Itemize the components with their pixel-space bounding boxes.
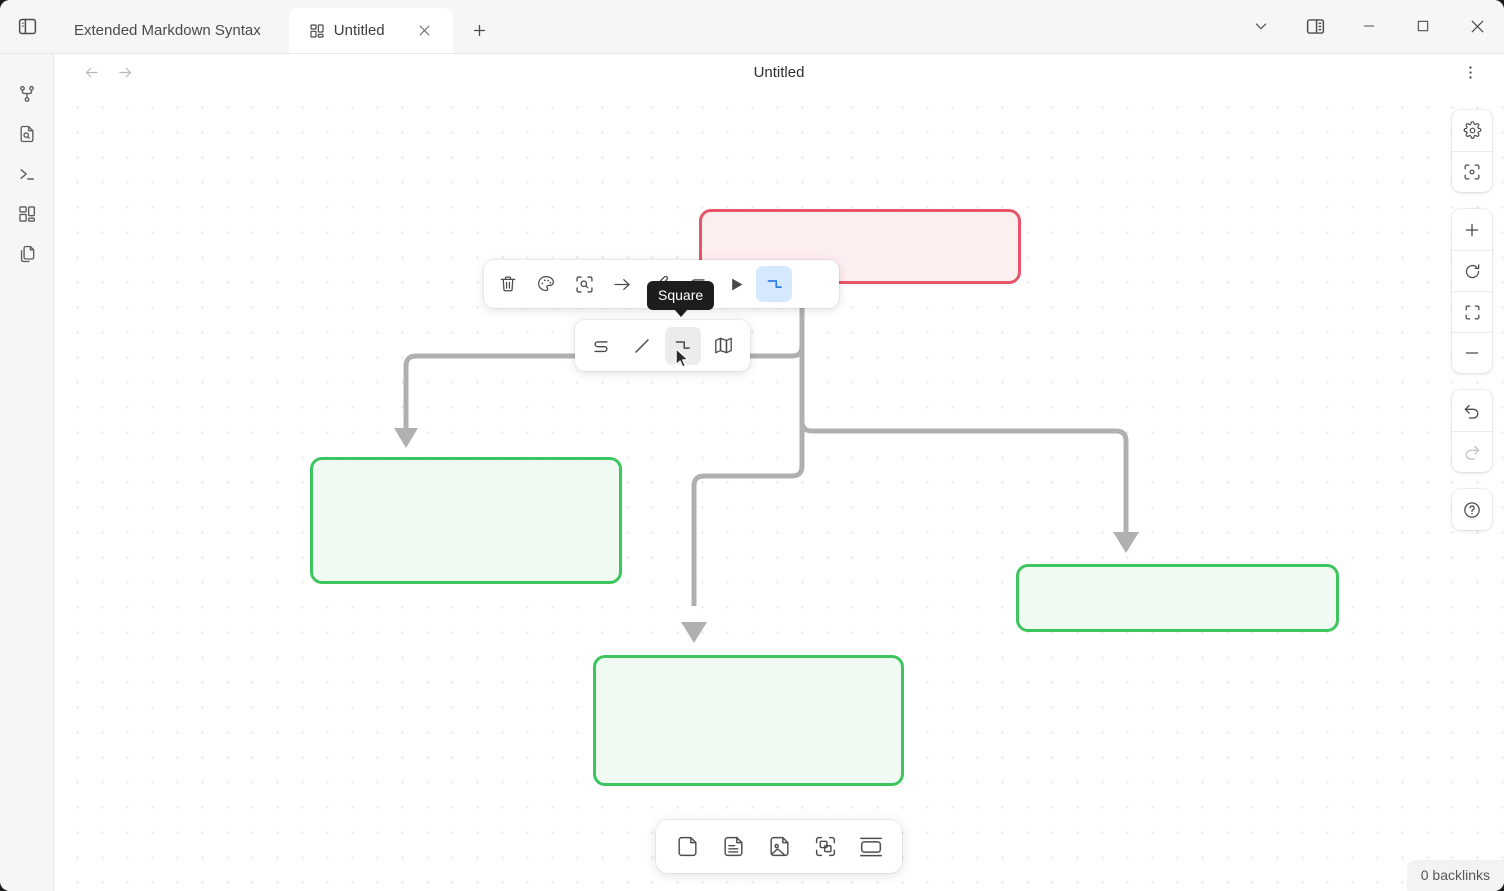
control-group-help: [1452, 489, 1492, 530]
path-style-button[interactable]: [756, 266, 792, 302]
tab-label: Extended Markdown Syntax: [74, 22, 261, 39]
tab-extended-markdown-syntax[interactable]: Extended Markdown Syntax: [54, 8, 289, 53]
window-controls: [1234, 0, 1504, 53]
canvas-settings-button[interactable]: [1452, 110, 1492, 151]
insert-toolbar: [656, 820, 902, 873]
path-option-curved[interactable]: [583, 327, 620, 365]
copy-files-icon: [17, 244, 37, 264]
reset-zoom-button[interactable]: [1452, 250, 1492, 291]
more-vertical-icon[interactable]: [1458, 61, 1482, 85]
maximize-icon[interactable]: [1396, 0, 1450, 53]
color-button[interactable]: [528, 266, 564, 302]
path-option-square[interactable]: [665, 327, 702, 365]
path-option-map[interactable]: [705, 327, 742, 365]
graph-nodes-icon: [17, 84, 37, 104]
insert-note-button[interactable]: [666, 827, 708, 867]
control-group-view: [1452, 110, 1492, 192]
focus-mode-button[interactable]: [1452, 151, 1492, 192]
play-button[interactable]: [718, 266, 754, 302]
insert-frame-button[interactable]: [850, 827, 892, 867]
path-style-submenu: [575, 320, 750, 371]
sidebar-panel-icon[interactable]: [14, 13, 40, 39]
left-sidebar-rail: [0, 54, 54, 891]
canvas-node-green-1[interactable]: [310, 457, 622, 584]
canvas-grid-icon: [17, 204, 37, 224]
zoom-to-fit-button[interactable]: [1452, 291, 1492, 332]
tab-label: Untitled: [334, 22, 385, 39]
backlinks-status[interactable]: 0 backlinks: [1407, 860, 1504, 891]
insert-image-button[interactable]: [758, 827, 800, 867]
plus-icon[interactable]: [463, 13, 497, 47]
sidebar-item-search[interactable]: [7, 114, 47, 154]
app-body: Untitled: [0, 54, 1504, 891]
page-title: Untitled: [54, 64, 1504, 81]
zoom-in-button[interactable]: [1452, 209, 1492, 250]
tab-untitled[interactable]: Untitled: [289, 8, 453, 53]
undo-button[interactable]: [1452, 390, 1492, 431]
sidebar-item-graph[interactable]: [7, 74, 47, 114]
arrow-style-button[interactable]: [604, 266, 640, 302]
insert-file-button[interactable]: [712, 827, 754, 867]
close-icon[interactable]: [414, 20, 436, 42]
canvas-node-green-2[interactable]: [1016, 564, 1339, 632]
terminal-icon: [17, 164, 37, 184]
arrow-left-icon[interactable]: [78, 60, 104, 86]
main-area: Untitled: [54, 54, 1504, 891]
canvas-node-green-3[interactable]: [593, 655, 904, 786]
control-group-history: [1452, 390, 1492, 472]
redo-button[interactable]: [1452, 431, 1492, 472]
file-search-icon: [17, 124, 37, 144]
zoom-out-button[interactable]: [1452, 332, 1492, 373]
control-group-zoom: [1452, 209, 1492, 373]
canvas-viewport[interactable]: Square: [54, 91, 1504, 891]
sidebar-item-files[interactable]: [7, 234, 47, 274]
canvas-controls-rail: [1452, 110, 1492, 530]
path-option-straight[interactable]: [624, 327, 661, 365]
sidebar-item-terminal[interactable]: [7, 154, 47, 194]
tooltip-square: Square: [647, 281, 714, 310]
canvas-grid-icon: [309, 23, 325, 39]
delete-button[interactable]: [490, 266, 526, 302]
zoom-to-selection-button[interactable]: [566, 266, 602, 302]
help-button[interactable]: [1452, 489, 1492, 530]
insert-group-button[interactable]: [804, 827, 846, 867]
sidebar-toggle-container: [0, 0, 54, 53]
nav-buttons: [54, 60, 138, 86]
close-icon[interactable]: [1450, 0, 1504, 53]
chevron-down-icon[interactable]: [1234, 0, 1288, 53]
arrow-right-icon[interactable]: [112, 60, 138, 86]
document-header: Untitled: [54, 54, 1504, 91]
minimize-icon[interactable]: [1342, 0, 1396, 53]
sidebar-item-canvas[interactable]: [7, 194, 47, 234]
tab-bar: Extended Markdown Syntax Untitled: [0, 0, 1504, 54]
tab-list: Extended Markdown Syntax Untitled: [54, 0, 497, 53]
toggle-right-panel-icon[interactable]: [1288, 0, 1342, 53]
